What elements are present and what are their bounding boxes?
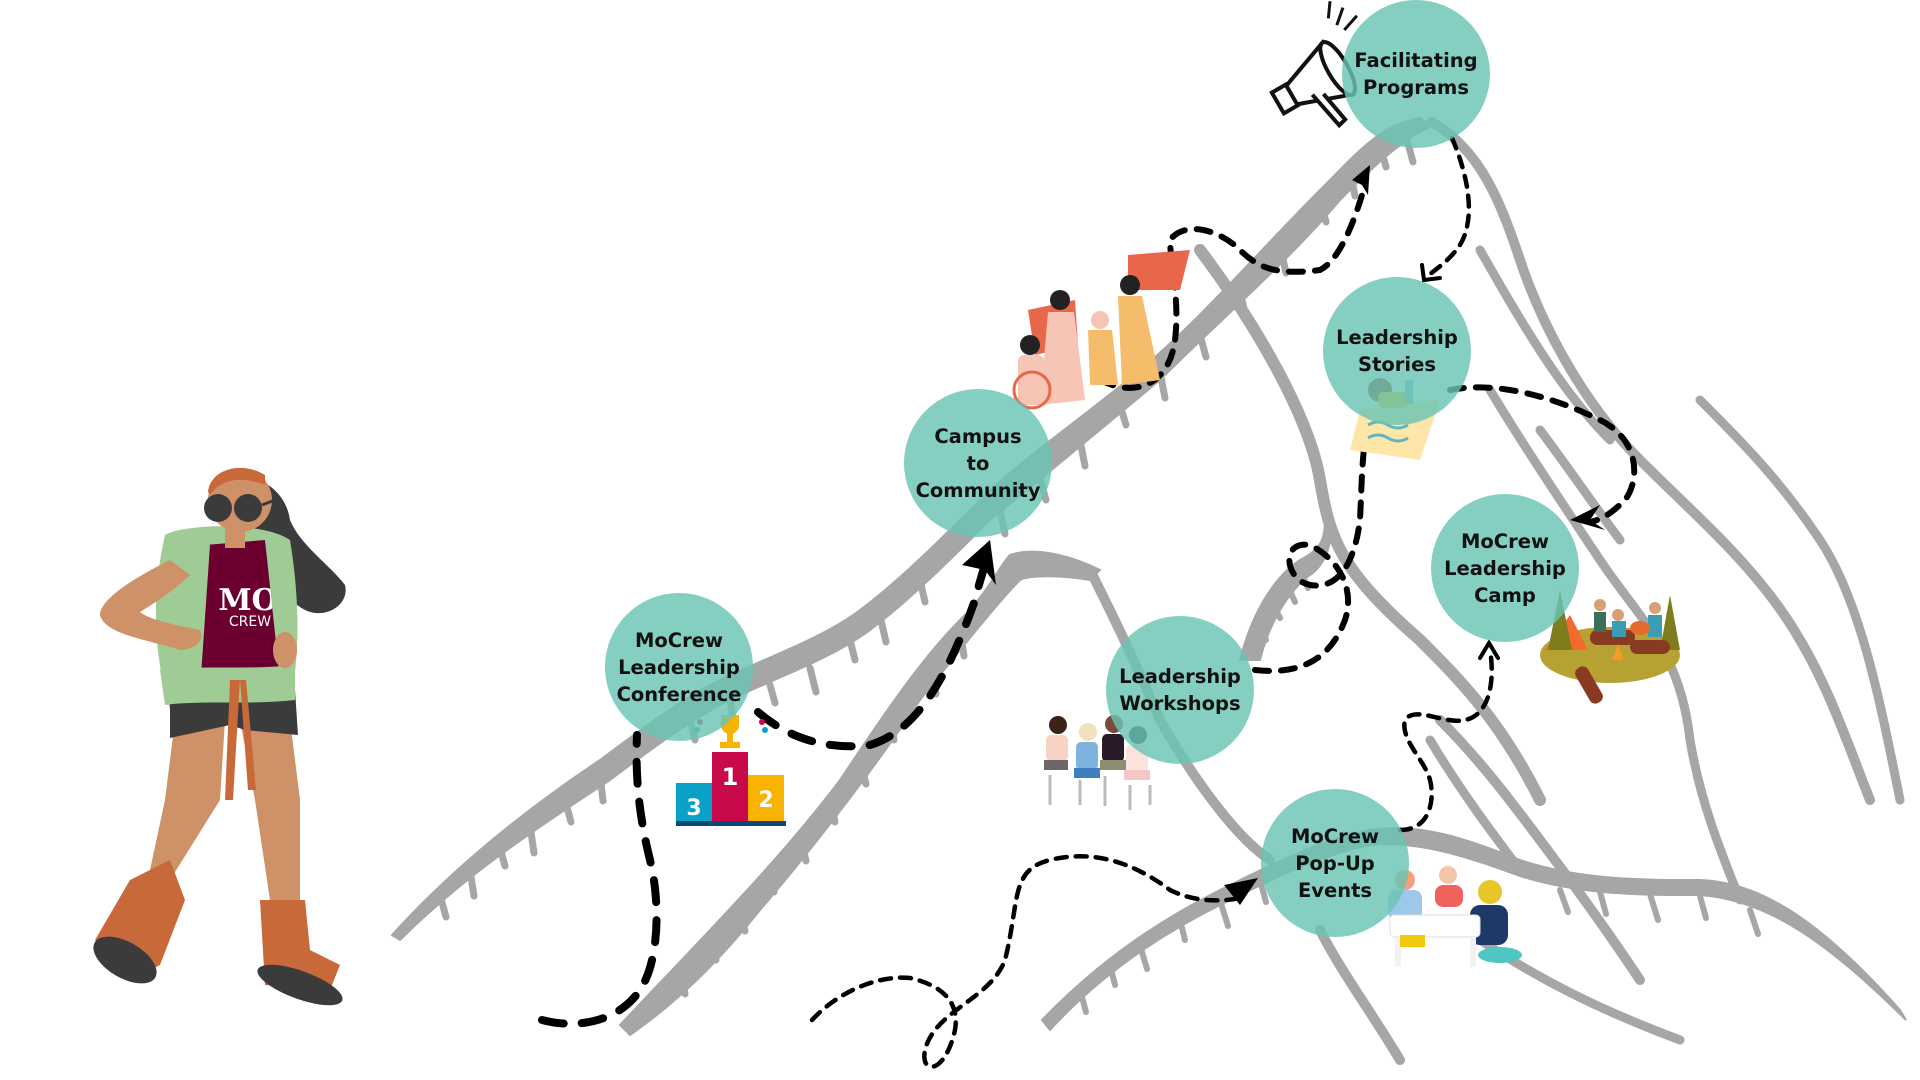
- journey-paths: [538, 135, 1638, 1069]
- seated-group-icon: [1044, 715, 1152, 810]
- board-game-icon: [1388, 866, 1522, 967]
- milestone-campus-to-community: Campus to Community: [904, 389, 1052, 537]
- arrowhead-facilitating: [1352, 165, 1370, 195]
- path-campus-to-facilitating: [1097, 182, 1368, 391]
- podium-second: 2: [758, 788, 773, 813]
- milestone-label: MoCrew Leadership Conference: [616, 628, 742, 706]
- podium-trophy-icon: 3 1 2: [676, 715, 786, 826]
- podium-third: 3: [686, 796, 701, 821]
- mountain-valley-spur: [1238, 519, 1334, 661]
- people-with-flags-icon: [1012, 250, 1190, 410]
- milestone-label: Leadership Workshops: [1119, 665, 1241, 715]
- milestone-label: Leadership Stories: [1336, 326, 1458, 376]
- milestone-label: Facilitating Programs: [1354, 49, 1478, 99]
- arrowhead-popup: [1224, 878, 1258, 905]
- arrowhead-camp-bottom: [1478, 639, 1500, 660]
- sunglasses-icon: [204, 494, 276, 522]
- milestone-conference: MoCrew Leadership Conference: [605, 593, 753, 741]
- shirt-text-bottom: CREW: [229, 614, 271, 630]
- shirt-text-top: MO: [218, 583, 277, 618]
- path-wander-to-popup: [809, 854, 1243, 1069]
- hiker-illustration: MO CREW: [93, 467, 346, 1006]
- podium-first: 1: [722, 763, 739, 791]
- milestone-label: MoCrew Pop-Up Events: [1291, 824, 1379, 902]
- arrowhead-camp: [1570, 505, 1605, 530]
- milestone-leadership-stories: Leadership Stories: [1323, 277, 1471, 425]
- path-start-to-conference: [538, 731, 661, 1028]
- milestone-popup-events: MoCrew Pop-Up Events: [1261, 789, 1409, 937]
- milestone-label: Campus to Community: [915, 424, 1041, 502]
- milestone-leadership-workshops: Leadership Workshops: [1106, 616, 1254, 764]
- path-popup-to-camp: [1397, 647, 1494, 833]
- campfire-icon: [1540, 590, 1680, 704]
- mountain-right-slope: [1427, 117, 1875, 805]
- arrowhead-stories: [1420, 263, 1442, 283]
- milestone-label: MoCrew Leadership Camp: [1444, 529, 1566, 607]
- milestone-leadership-camp: MoCrew Leadership Camp: [1431, 494, 1579, 642]
- milestone-facilitating-programs: Facilitating Programs: [1342, 0, 1490, 148]
- path-stories-to-camp: [1447, 384, 1638, 525]
- path-facilitating-to-stories: [1422, 135, 1472, 281]
- arrowhead-campus: [962, 540, 996, 585]
- path-workshops-to-stories: [1252, 417, 1373, 674]
- path-conference-to-campus: [754, 551, 992, 751]
